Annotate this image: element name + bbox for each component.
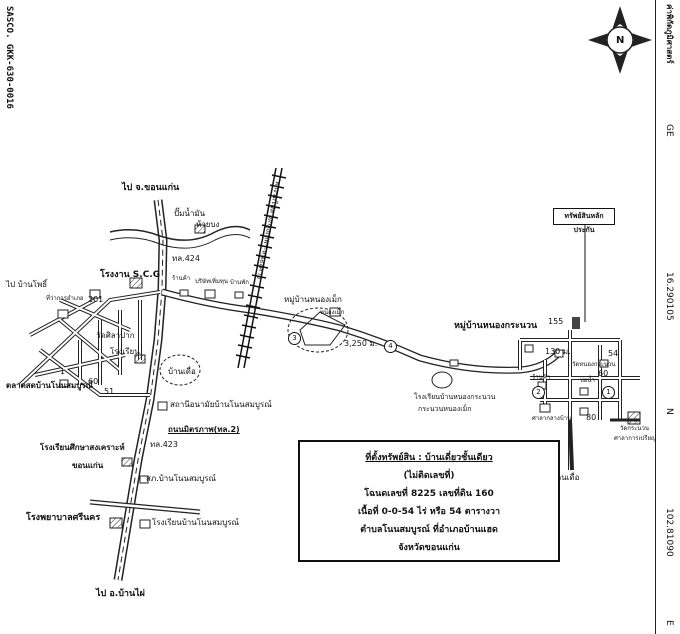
label-left-market: ตลาดสดบ้านโนนสมบูรณ์ (6, 381, 94, 390)
label-shop-r: ร้านค้า (532, 374, 551, 381)
label-shop3: บ้านพัก (230, 279, 249, 286)
info-line-4: เนื้อที่ 0-0-54 ไร่ หรือ 54 ตารางวา (357, 507, 501, 517)
label-shop1: ร้านค้า (172, 275, 191, 282)
label-province-office: สถานีอนามัยบ้านโนนสมบูรณ์ (170, 400, 272, 409)
label-pond-note: หนองเม็ก (320, 309, 345, 316)
pond-circle (287, 307, 349, 353)
label-155: 155 (548, 317, 564, 326)
label-to-khonkaen: ไป จ.ขอนแก่น (122, 183, 180, 193)
document-code: SASCO. GKK-630-0016 (4, 6, 14, 109)
label-1-left: 1 (60, 367, 66, 376)
coordinate-strip: ค่าพิกัดภูมิศาสตร์ GE 16.290105 N 102.81… (655, 0, 680, 634)
label-village-pond: หมู่บ้านหนองเม็ก (284, 295, 342, 304)
label-distance: 3,250 ม. (344, 339, 378, 348)
info-line-3: โฉนดเลขที่ 8225 เลขที่ดิน 160 (364, 489, 494, 499)
route-marker-4: 4 (384, 340, 397, 353)
label-54: 54 (608, 349, 619, 358)
label-60r: 60 (598, 369, 609, 378)
info-line-1: ที่ตั้งทรัพย์สิน : บ้านเดี่ยวชั้นเดียว (365, 453, 493, 463)
mittraphap-highway (113, 199, 168, 581)
coord-ge: GE (664, 124, 674, 137)
label-road-424: ทล.424 (172, 254, 200, 263)
coord-n-value: 102.81090 (664, 508, 674, 557)
label-school-khonkaen: โรงเรียนศึกษาสงเคราะห์ (40, 443, 125, 452)
subject-marker (572, 317, 580, 329)
label-village-right: หมู่บ้านหนองกระนวน (454, 321, 538, 331)
label-to-banphai: ไป อ.บ้านไผ่ (96, 589, 145, 599)
road-grid-inner (19, 291, 161, 396)
coord-e: E (664, 620, 674, 626)
label-60: 60 (88, 377, 99, 386)
label-school: โรงเรียน (110, 347, 140, 356)
label-well: บ่อน้ำ (580, 377, 595, 384)
label-2: 2 (532, 386, 545, 399)
label-school-right-2: กระนวนหนองเม็ก (418, 405, 472, 413)
info-line-2: (ไม่ติดเลขที่) (403, 471, 455, 481)
label-school-right: โรงเรียนบ้านหนองกระนวน (414, 393, 496, 401)
label-1r: 1 (602, 386, 615, 399)
label-school-bottom: โรงเรียนบ้านโนนสมบูรณ์ (152, 518, 239, 527)
label-temple: วัดศิลาปาก (96, 331, 135, 340)
coord-heading: ค่าพิกัดภูมิศาสตร์ (665, 4, 674, 64)
school-circle (431, 371, 453, 389)
subject-label-box: ทรัพย์สินหลักประกัน (553, 208, 615, 234)
area-circle (159, 354, 201, 386)
info-line-6: จังหวัดขอนแก่น (398, 543, 460, 553)
label-police: สภ.บ้านโนนสมบูรณ์ (146, 474, 216, 483)
label-shop2: บริษัทเทิ่มทุน (195, 278, 228, 285)
label-kolok: ห้วยบง (196, 220, 220, 229)
route-marker-3: 3 (288, 332, 301, 345)
river (109, 225, 251, 241)
label-school-khonkaen-2: ขอนแก่น (72, 461, 104, 470)
label-temple-right: วัดหนองกระนวน (572, 361, 616, 368)
road-to-village (161, 288, 563, 374)
village-grid-inner (519, 330, 640, 470)
river-bank (109, 234, 251, 249)
label-mittraphap: ถนนมิตรภาพ(ทล.2) (168, 425, 240, 434)
coord-e-value: 16.290105 (664, 272, 674, 321)
label-80: 80 (586, 413, 597, 422)
property-info-box: ที่ตั้งทรัพย์สิน : บ้านเดี่ยวชั้นเดียว (… (298, 440, 560, 562)
compass-label: N (616, 35, 625, 46)
label-road-423: ทล.423 (150, 440, 178, 449)
label-to-phonsawan: ไป บ้านโพธิ์ (6, 280, 48, 289)
pond-outline (299, 311, 346, 346)
info-line-5: ตำบลโนนสมบูรณ์ ที่อำเภอบ้านแฮด (360, 525, 498, 535)
subject-label: ทรัพย์สินหลักประกัน (564, 212, 604, 234)
label-201: 201 (88, 295, 104, 304)
coord-n: N (664, 408, 674, 415)
bottom-road (89, 499, 201, 515)
compass-rose (588, 6, 652, 74)
label-scg: โรงงาน S.C.G (100, 270, 161, 280)
label-hospital: โรงพยาบาลศรีนคร (26, 513, 101, 523)
label-tambon-office: ที่ว่าการอำเภอ (46, 295, 84, 302)
label-51: 51 (104, 387, 115, 396)
building-icons (57, 224, 641, 529)
railway (235, 167, 287, 369)
label-temple-bottom-2: ศาลาการเปรียญ (614, 435, 657, 442)
label-pump-station: ปั๊มน้ำมัน (174, 209, 206, 218)
label-community: ศาลากลางบ้าน (532, 415, 572, 422)
label-village-left-note: บ้านเดื่อ (168, 367, 196, 376)
label-temple-bottom: วัดกระนวน (620, 425, 649, 432)
label-130: 130 ม. (545, 347, 571, 356)
